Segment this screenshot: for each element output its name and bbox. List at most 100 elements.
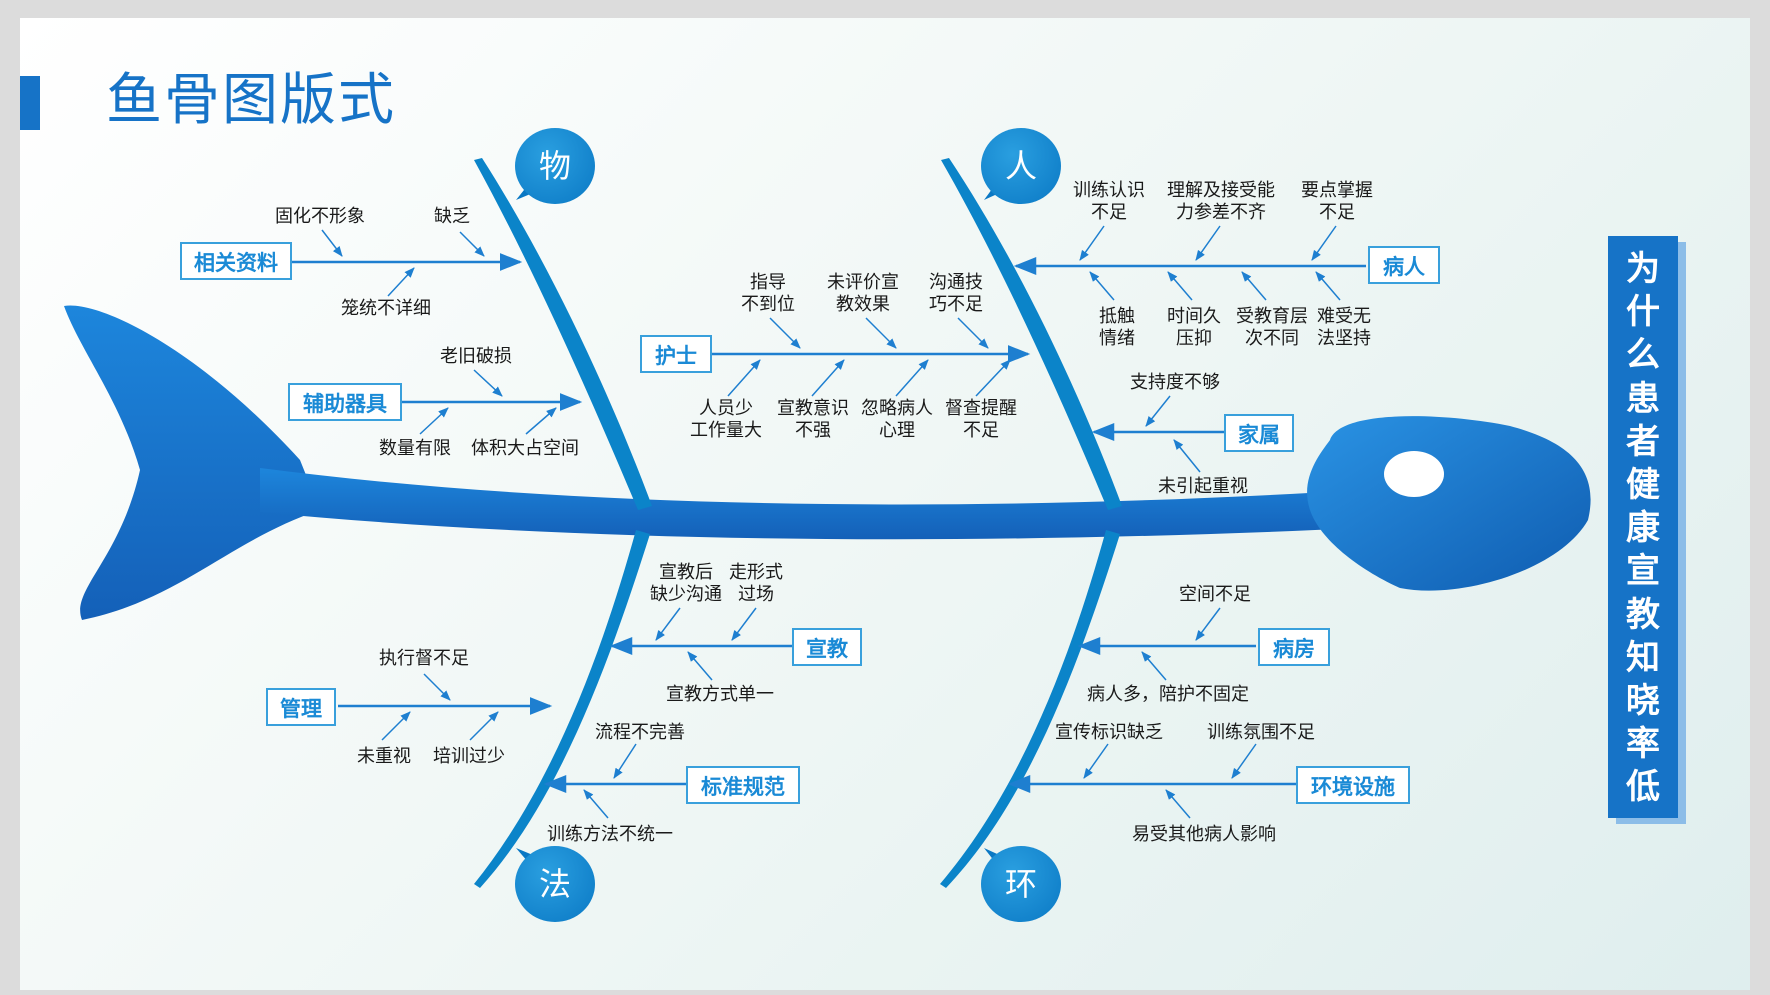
cause-text: 固化不形象: [275, 206, 365, 227]
cause-arrow: [895, 359, 929, 397]
cause-text: 执行督不足: [379, 648, 469, 669]
cause-arrow: [387, 267, 415, 297]
cause-arrow: [469, 711, 499, 741]
branch-label: 病房: [1258, 628, 1330, 666]
branch-label: 辅助器具: [288, 383, 402, 421]
cause-text: 宣教后 缺少沟通: [650, 562, 722, 605]
rib-wu: [474, 158, 652, 510]
cause-arrow: [1241, 271, 1267, 301]
cause-arrow: [957, 317, 989, 349]
page-title: 鱼骨图版式: [106, 68, 396, 133]
rib-ren: [941, 158, 1122, 510]
title-accent-bar: [20, 76, 40, 130]
cause-text: 流程不完善: [595, 722, 685, 743]
category-label: 人: [1004, 147, 1037, 185]
cause-text: 宣传标识缺乏: [1055, 722, 1163, 743]
cause-arrow: [1173, 439, 1201, 473]
cause-text: 培训过少: [433, 746, 505, 767]
cause-text: 督查提醒 不足: [945, 398, 1017, 441]
cause-arrow: [423, 673, 451, 701]
problem-text: 为什么患者健康宣教知晓率低: [1626, 249, 1660, 808]
branch-label: 标准规范: [686, 766, 800, 804]
branch-label: 管理: [266, 688, 336, 726]
cause-text: 要点掌握 不足: [1301, 180, 1373, 223]
cause-arrow: [865, 317, 897, 349]
rib-fa: [474, 530, 650, 888]
cause-text: 人员少 工作量大: [690, 398, 762, 441]
cause-text: 训练方法不统一: [547, 824, 673, 845]
cause-text: 难受无 法坚持: [1317, 306, 1371, 349]
category-fa: 法: [515, 846, 595, 922]
branch-label: 相关资料: [180, 242, 292, 280]
cause-arrow: [655, 607, 681, 641]
cause-arrow: [975, 359, 1011, 397]
fish-spine: [260, 468, 1360, 540]
cause-arrow: [1079, 225, 1105, 261]
cause-text: 老旧破损: [440, 346, 512, 367]
category-huan: 环: [981, 846, 1061, 922]
cause-arrow: [769, 317, 801, 349]
cause-arrow: [1315, 271, 1341, 301]
cause-arrow: [1195, 607, 1221, 641]
cause-text: 笼统不详细: [341, 298, 431, 319]
cause-text: 时间久 压抑: [1167, 306, 1221, 349]
cause-text: 数量有限: [379, 438, 451, 459]
problem-statement: 为什么患者健康宣教知晓率低: [1608, 236, 1678, 818]
fish-tail: [64, 305, 320, 620]
category-wu: 物: [515, 128, 595, 204]
cause-text: 未评价宣 教效果: [827, 272, 899, 315]
cause-text: 抵触 情绪: [1099, 306, 1135, 349]
category-label: 法: [538, 865, 571, 903]
cause-text: 空间不足: [1179, 584, 1251, 605]
cause-text: 未重视: [357, 746, 411, 767]
rib-huan: [940, 530, 1120, 888]
cause-arrow: [727, 359, 761, 397]
cause-arrow: [1083, 743, 1109, 779]
cause-arrow: [811, 359, 845, 397]
cause-text: 缺乏: [434, 206, 470, 227]
cause-text: 宣教方式单一: [666, 684, 774, 705]
fish-head: [1307, 416, 1591, 591]
cause-text: 受教育层 次不同: [1236, 306, 1308, 349]
cause-arrow: [1145, 395, 1171, 427]
category-ren: 人: [981, 128, 1061, 204]
cause-text: 指导 不到位: [741, 272, 795, 315]
cause-arrow: [321, 229, 343, 257]
cause-arrow: [1231, 743, 1257, 779]
cause-arrow: [1141, 651, 1167, 681]
cause-arrow: [1089, 271, 1115, 301]
cause-arrow: [687, 651, 713, 681]
cause-text: 易受其他病人影响: [1132, 824, 1276, 845]
cause-arrow: [1165, 789, 1191, 819]
cause-arrow: [473, 369, 503, 397]
cause-text: 体积大占空间: [471, 438, 579, 459]
cause-arrow: [459, 231, 485, 257]
cause-text: 病人多，陪护不固定: [1087, 684, 1249, 705]
cause-text: 理解及接受能 力参差不齐: [1167, 180, 1275, 223]
cause-text: 支持度不够: [1130, 372, 1220, 393]
category-label: 物: [538, 147, 571, 185]
branch-label: 宣教: [792, 628, 862, 666]
branch-label: 环境设施: [1296, 766, 1410, 804]
cause-arrow: [1167, 271, 1193, 301]
cause-text: 训练氛围不足: [1207, 722, 1315, 743]
cause-arrow: [613, 743, 637, 779]
cause-text: 走形式 过场: [729, 562, 783, 605]
cause-arrow: [381, 711, 411, 741]
cause-arrow: [1195, 225, 1221, 261]
cause-arrow: [731, 607, 757, 641]
cause-text: 宣教意识 不强: [777, 398, 849, 441]
cause-arrow: [419, 407, 449, 435]
category-label: 环: [1004, 865, 1037, 903]
branch-label: 病人: [1368, 246, 1440, 284]
cause-arrow: [1311, 225, 1337, 261]
cause-text: 忽略病人 心理: [861, 398, 933, 441]
cause-text: 未引起重视: [1158, 476, 1248, 497]
cause-arrow: [525, 407, 557, 435]
branch-label: 家属: [1224, 414, 1294, 452]
branch-label: 护士: [640, 335, 712, 373]
cause-text: 训练认识 不足: [1073, 180, 1145, 223]
cause-arrow: [583, 789, 609, 819]
fish-eye: [1384, 451, 1444, 497]
